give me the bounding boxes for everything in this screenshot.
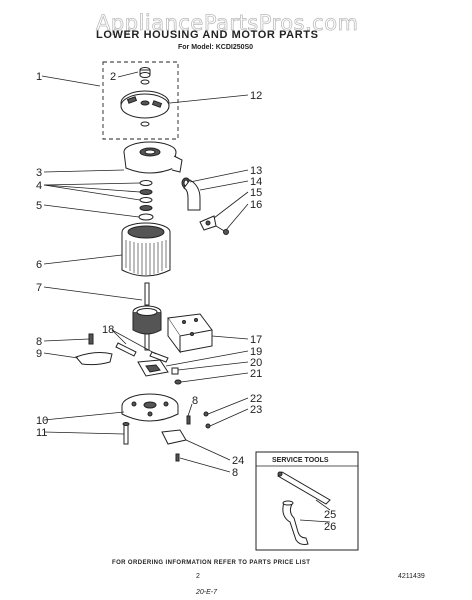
page-title: LOWER HOUSING AND MOTOR PARTS (96, 29, 319, 41)
revision-mark: 20-E-7 (195, 589, 218, 596)
part-21-screw (174, 379, 182, 385)
callout-5: 5 (36, 200, 42, 212)
callout-6: 6 (36, 259, 42, 271)
callout-25: 25 (324, 509, 336, 521)
callout-3: 3 (36, 167, 42, 179)
part-11-bolt (122, 422, 130, 445)
part-24-plate (161, 429, 187, 445)
callout-13: 13 (250, 165, 262, 177)
callout-10: 10 (36, 415, 48, 427)
callout-12: 12 (250, 90, 262, 102)
part-3-upper-housing (123, 141, 183, 174)
part-20-clip (171, 367, 179, 375)
part-23-screw (205, 423, 211, 429)
callout-24: 24 (232, 455, 244, 467)
part-19-switch-base (137, 359, 169, 377)
footer-note: FOR ORDERING INFORMATION REFER TO PARTS … (112, 560, 310, 566)
leader-lines (41, 71, 249, 473)
part-2-nut (139, 67, 151, 85)
part-7-rotor (132, 282, 162, 351)
part-22-screw (203, 411, 209, 417)
callout-20: 20 (250, 357, 262, 369)
part-10-lower-housing (121, 393, 179, 422)
part-15-clamp (199, 215, 217, 231)
service-tools-title: SERVICE TOOLS (272, 457, 329, 464)
callout-1: 1 (36, 71, 42, 83)
callout-8-middle: 8 (192, 395, 198, 407)
watermark-text: AppliancePartsPros.com (96, 11, 359, 35)
callout-8-lower: 8 (232, 467, 238, 479)
part-1-group-box (102, 61, 179, 140)
callout-15: 15 (250, 187, 262, 199)
callout-22: 22 (250, 393, 262, 405)
part-17-bracket (167, 313, 213, 354)
callout-14: 14 (250, 176, 262, 188)
part-8-pin-lower (175, 453, 180, 462)
callout-19: 19 (250, 346, 262, 358)
callout-23: 23 (250, 404, 262, 416)
part-26-hose (282, 500, 309, 545)
part-12-impeller-plate (120, 90, 170, 127)
callout-18: 18 (102, 324, 114, 336)
callout-4: 4 (36, 180, 42, 192)
callout-16: 16 (250, 199, 262, 211)
callout-11: 11 (36, 427, 47, 439)
callout-9: 9 (36, 348, 42, 360)
part-9-shield (75, 352, 113, 366)
service-tools-box: SERVICE TOOLS 25 26 (255, 451, 359, 551)
part-8-pin-upper (88, 333, 94, 345)
part-4-washers (139, 180, 153, 211)
callout-2: 2 (110, 71, 116, 83)
part-16-screw (215, 225, 229, 235)
part-5-retaining-ring (138, 213, 154, 221)
callout-21: 21 (250, 368, 262, 380)
model-line: For Model: KCDI250S0 (178, 44, 253, 51)
page-number: 2 (196, 573, 200, 580)
part-14-drain-elbow (183, 179, 201, 211)
callout-8-upper: 8 (36, 336, 42, 348)
part-6-stator (121, 222, 171, 277)
document-number: 4211439 (398, 573, 425, 580)
callout-7: 7 (36, 282, 42, 294)
callout-26: 26 (324, 521, 336, 533)
part-18-springs (115, 342, 169, 363)
part-25-wrench (277, 471, 331, 505)
callout-17: 17 (250, 334, 262, 346)
part-8-pin-middle (186, 415, 191, 425)
